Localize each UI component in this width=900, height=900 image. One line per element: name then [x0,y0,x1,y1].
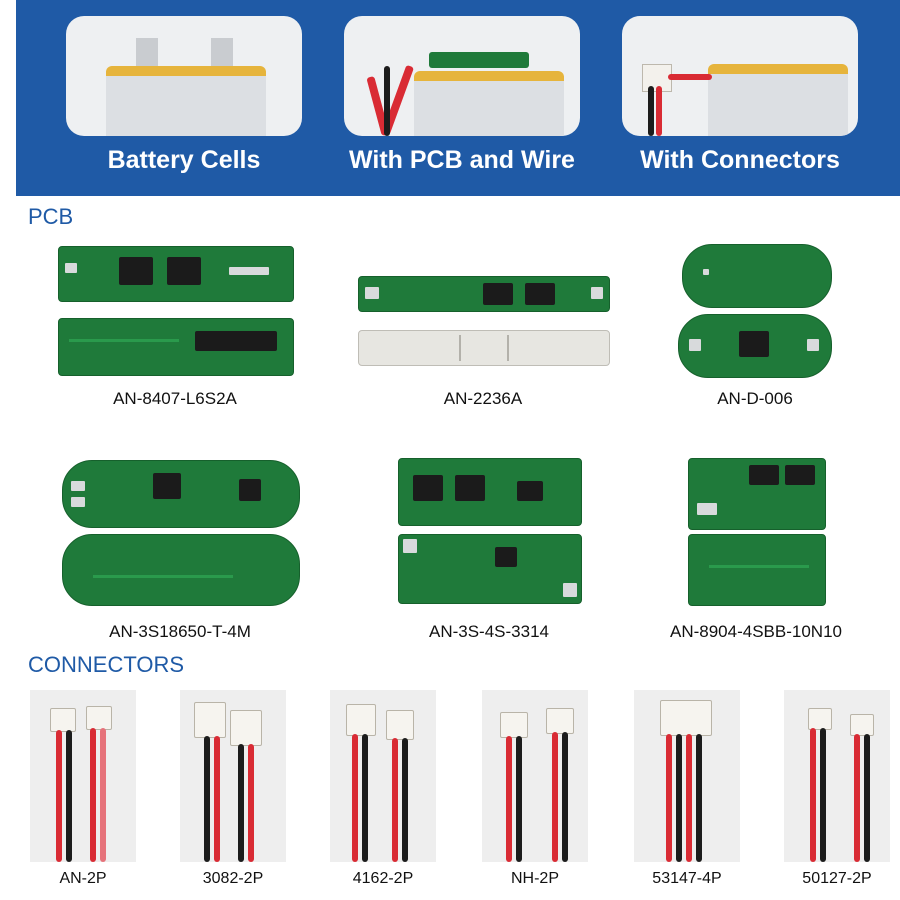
banner-label-with-connectors: With Connectors [640,146,840,174]
connector-image [634,690,740,862]
connector-image [180,690,286,862]
pcb-image-back [398,534,582,604]
banner-label-battery-cells: Battery Cells [107,146,261,174]
connector-model-label: AN-2P [59,870,107,887]
pcb-model-label: AN-3S18650-T-4M [109,622,251,641]
connector-model-label: 53147-4P [652,870,722,887]
pcb-and-wire-image [344,16,580,136]
pcb-image-back [58,318,294,376]
with-connectors-image [622,16,858,136]
battery-cells-image [66,16,302,136]
pcb-image-front [358,276,610,312]
pcb-section-title: PCB [28,204,74,229]
banner-label-pcb-and-wire: With PCB and Wire [349,146,575,174]
pcb-image-front [398,458,582,526]
connector-model-label: NH-2P [510,870,559,887]
pcb-image-front [688,458,826,530]
pcb-image-back [358,330,610,366]
connector-image [30,690,136,862]
pcb-model-label: AN-8904-4SBB-10N10 [670,622,842,641]
pcb-model-label: AN-8407-L6S2A [113,389,237,408]
pcb-image-front [58,246,294,302]
pcb-model-label: AN-D-006 [717,389,793,408]
pcb-image-back [678,314,832,378]
product-type-banner: Battery Cells With PCB and Wire With Con… [16,0,900,196]
connector-model-label: 4162-2P [352,870,414,887]
connector-model-label: 50127-2P [802,870,872,887]
connector-image [482,690,588,862]
pcb-image-back [62,534,300,606]
connector-model-label: 3082-2P [202,870,264,887]
connector-image [784,690,890,862]
connectors-section-title: CONNECTORS [28,652,185,677]
pcb-image-front [682,244,832,308]
pcb-model-label: AN-3S-4S-3314 [428,622,549,641]
connector-image [330,690,436,862]
pcb-image-front [62,460,300,528]
pcb-model-label: AN-2236A [443,389,523,408]
pcb-image-back [688,534,826,606]
